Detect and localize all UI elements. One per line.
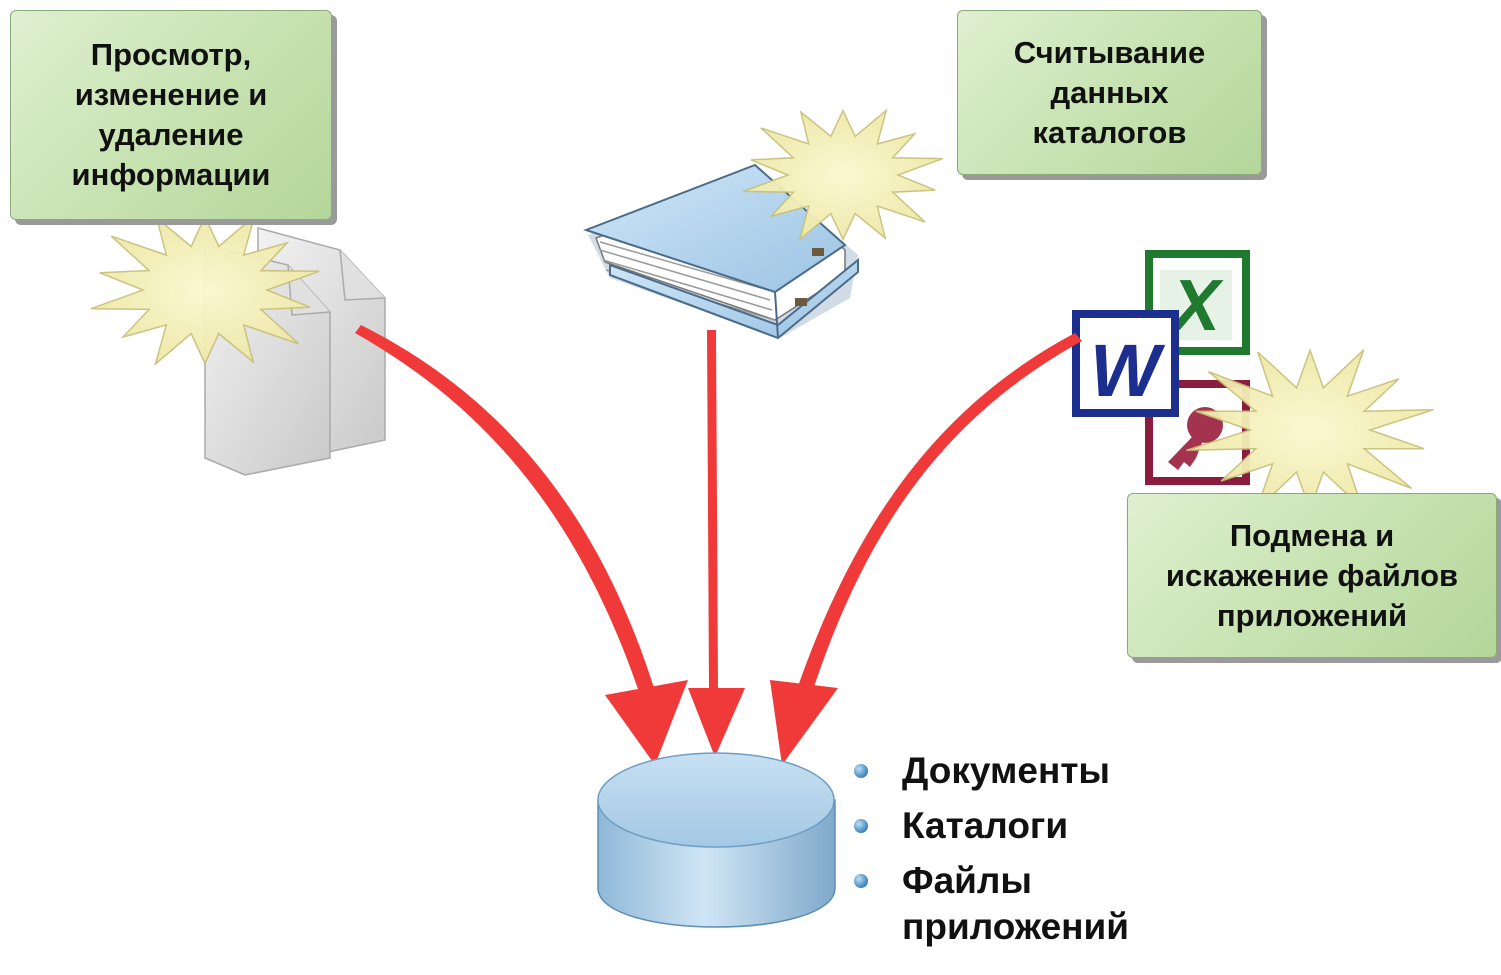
arrow-right — [795, 333, 1082, 699]
threat-box-view-edit-delete: Просмотр, изменение и удаление информаци… — [10, 10, 332, 220]
database-icon — [597, 752, 836, 928]
starburst-icon — [742, 108, 944, 242]
svg-text:W: W — [1090, 329, 1166, 412]
word-icon: W — [1072, 310, 1179, 417]
arrow-left-head — [605, 680, 688, 765]
arrow-left — [355, 325, 655, 695]
arrow-right-head — [770, 680, 838, 765]
threat-starbursts — [90, 108, 1434, 512]
excel-icon: X — [1145, 250, 1250, 355]
threat-label-read-catalogs: Считывание данных каталогов — [1013, 34, 1206, 150]
arrow-center — [707, 330, 718, 690]
bullet-icon — [854, 874, 868, 888]
threat-label-view-edit-delete: Просмотр, изменение и удаление информаци… — [71, 37, 271, 192]
list-item: Файлы приложений — [848, 858, 1178, 950]
threat-label-replace-files: Подмена и искажение файлов приложений — [1165, 517, 1459, 633]
bullet-icon — [854, 819, 868, 833]
starburst-icon — [90, 213, 320, 367]
list-item: Документы — [848, 748, 1178, 794]
threat-box-read-catalogs: Считывание данных каталогов — [957, 10, 1262, 175]
resource-list: Документы Каталоги Файлы приложений — [848, 748, 1178, 959]
arrow-center-head — [688, 688, 745, 757]
list-item: Каталоги — [848, 803, 1178, 849]
bullet-icon — [854, 764, 868, 778]
attack-arrows — [355, 325, 1082, 765]
threat-box-replace-files: Подмена и искажение файлов приложений — [1127, 493, 1497, 658]
